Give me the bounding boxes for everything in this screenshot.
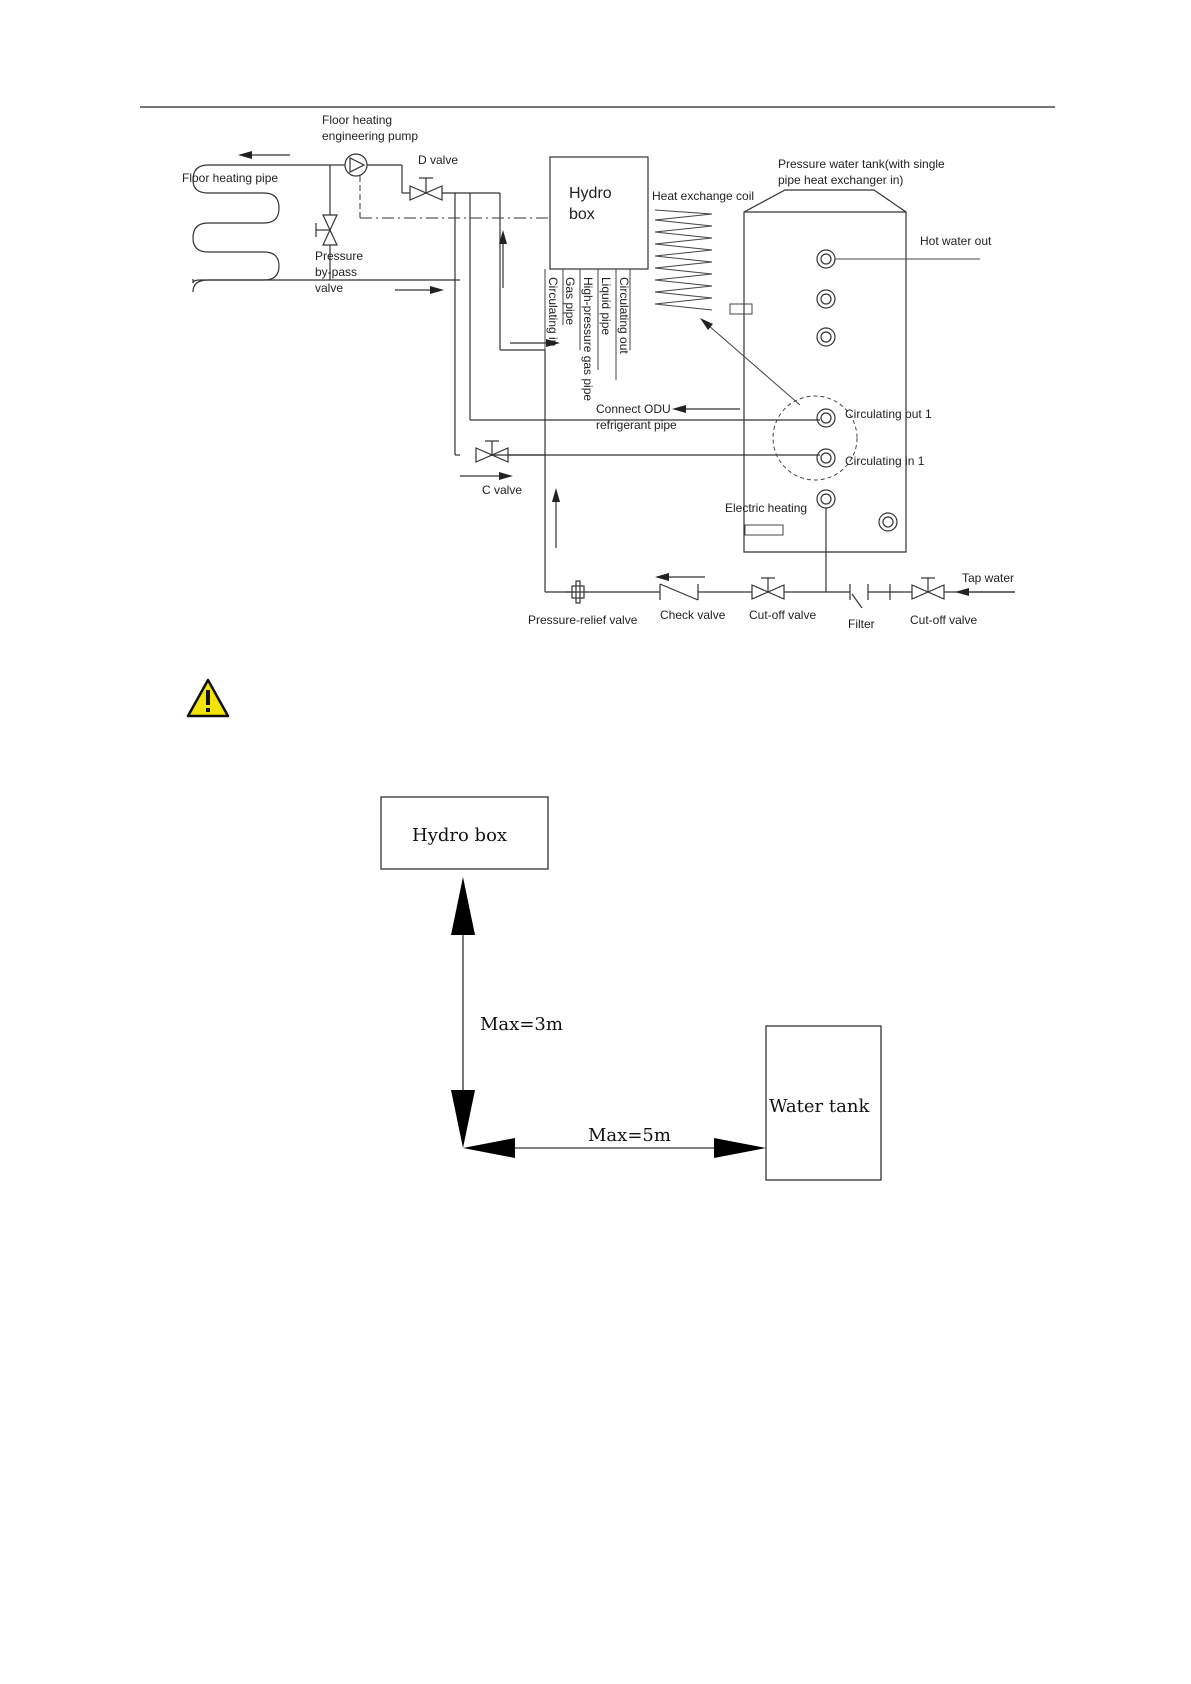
label-connect-odu-1: Connect ODU (596, 402, 671, 416)
arrow-up-2 (552, 488, 560, 548)
arrow-diagonal (700, 318, 801, 406)
label-electric-heating: Electric heating (725, 501, 807, 515)
arrow-right-dimension (714, 1138, 766, 1158)
arrow-right-cvalve (460, 472, 513, 480)
label-bypass-3: valve (315, 281, 343, 295)
d-valve-icon (409, 177, 443, 201)
filter-icon (849, 584, 869, 609)
hydro-box-diagram1 (549, 156, 649, 270)
label-circulating-in-1: Circulating in 1 (845, 454, 925, 468)
label-cut-off-valve-2: Cut-off valve (910, 613, 977, 627)
piping-diagram: Hydro box Circulating in Gas pipe High-p… (182, 113, 1015, 631)
label-bypass-1: Pressure (315, 249, 363, 263)
label-check-valve: Check valve (660, 608, 726, 622)
pump-icon (344, 153, 368, 177)
tank-port-2 (816, 289, 836, 309)
label-liquid-pipe: Liquid pipe (599, 277, 613, 335)
arrow-left-floor (238, 151, 290, 159)
max-horizontal-label: Max=5m (588, 1125, 671, 1146)
label-pressure-relief-valve: Pressure-relief valve (528, 613, 638, 627)
label-heat-exchange-coil: Heat exchange coil (652, 189, 754, 203)
label-high-pressure-gas-pipe: High-pressure gas pipe (581, 277, 595, 401)
label-circulating-out-1: Circulating out 1 (845, 407, 932, 421)
cut-off-valve-1-icon (751, 577, 785, 600)
pressure-relief-valve-icon (566, 580, 590, 604)
hydro-box-diagram2-label: Hydro box (412, 825, 507, 846)
heat-exchange-coil (654, 209, 713, 311)
electric-heater-element (744, 524, 784, 536)
tank-port-circ-in-1 (816, 448, 836, 468)
label-floor-heating-pipe: Floor heating pipe (182, 171, 278, 185)
max-vertical-label: Max=3m (480, 1014, 563, 1035)
hydro-box-label-2: box (569, 206, 595, 223)
label-pressure-tank-2: pipe heat exchanger in) (778, 173, 903, 187)
label-c-valve: C valve (482, 483, 522, 497)
tank-port-circ-out-1 (816, 408, 836, 428)
label-filter: Filter (848, 617, 875, 631)
warning-icon (186, 678, 230, 718)
label-circulating-out: Circulating out (617, 277, 631, 354)
floor-heating-coil (192, 164, 330, 293)
label-bypass-2: by-pass (315, 265, 357, 279)
check-valve-icon (659, 583, 699, 601)
distance-diagram: Hydro box Water tank Max=3m Max=5m (380, 796, 882, 1181)
tank-port-drain (878, 512, 898, 532)
arrow-up-1 (499, 230, 507, 288)
tank-port-3 (816, 327, 836, 347)
bypass-valve-icon (315, 214, 338, 246)
label-cut-off-valve-1: Cut-off valve (749, 608, 816, 622)
arrow-left-dimension (463, 1138, 515, 1158)
label-pump-2: engineering pump (322, 129, 418, 143)
water-tank-diagram2-label: Water tank (769, 1096, 870, 1117)
hydro-box-diagram2 (380, 796, 549, 870)
arrow-odu (672, 405, 740, 413)
tank-port-hot-water (816, 249, 836, 269)
water-tank-diagram1 (743, 189, 907, 553)
arrow-left-tap (955, 588, 1015, 596)
floor-heating-return (192, 279, 460, 284)
label-pressure-tank-1: Pressure water tank(with single (778, 157, 945, 171)
label-pump-1: Floor heating (322, 113, 392, 127)
label-connect-odu-2: refrigerant pipe (596, 418, 677, 432)
arrow-left-bottom (655, 573, 705, 581)
arrow-up-dimension (451, 877, 475, 935)
arrow-down-dimension (451, 1090, 475, 1148)
water-tank-diagram2 (765, 1025, 882, 1181)
label-tap-water: Tap water (962, 571, 1014, 585)
arrow-right-return (395, 286, 444, 294)
label-gas-pipe: Gas pipe (563, 277, 577, 325)
cut-off-valve-2-icon (911, 577, 945, 600)
heat-exchanger-detail-circle (772, 395, 858, 481)
hydro-box-label-1: Hydro (569, 185, 612, 202)
c-valve-icon (475, 440, 509, 463)
tank-port-electric (816, 489, 836, 509)
label-hot-water-out: Hot water out (920, 234, 992, 248)
label-d-valve: D valve (418, 153, 458, 167)
label-circulating-in: Circulating in (546, 277, 560, 346)
tank-sensor (729, 303, 753, 315)
